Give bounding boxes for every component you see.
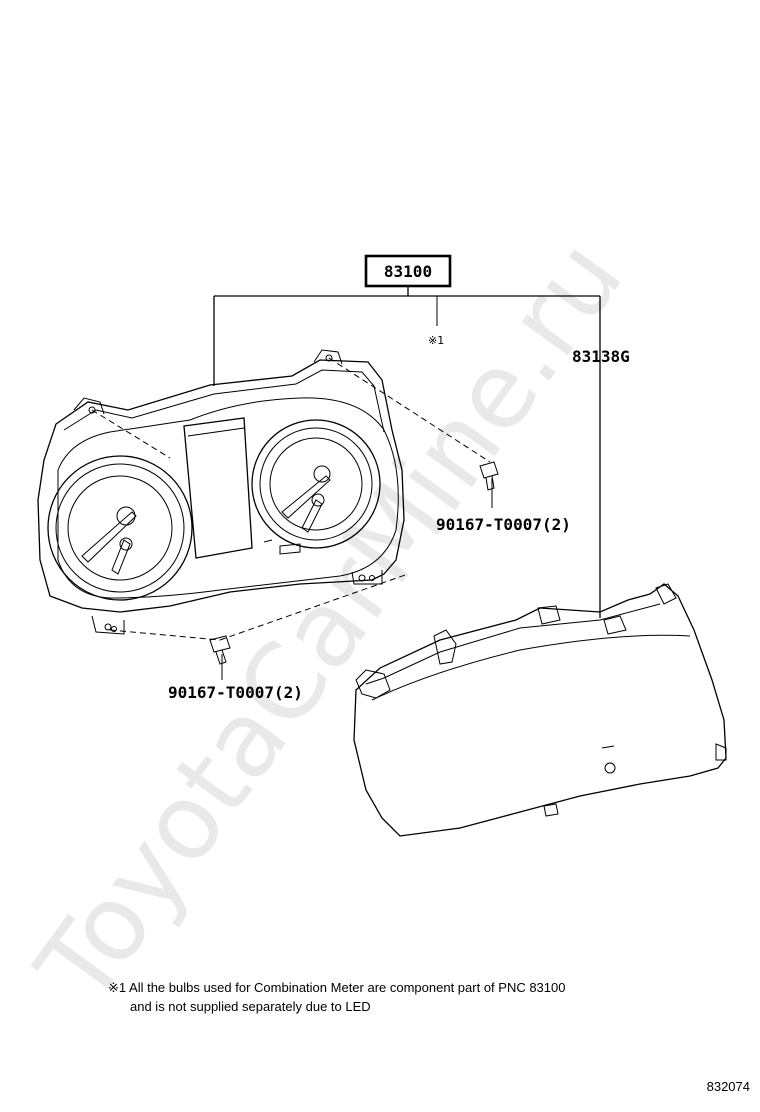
screw-upper-icon[interactable] [479, 461, 499, 508]
leader-lines [213, 286, 601, 618]
footnote-line-2: and is not supplied separately due to LE… [130, 999, 371, 1014]
part-number-83138g[interactable]: 83138G [572, 347, 630, 366]
screw-paths [91, 357, 491, 641]
lens-cover-drawing [353, 583, 727, 837]
part-label-83100[interactable]: 83100 [364, 254, 452, 288]
part-number-screw-lower[interactable]: 90167-T0007(2) [168, 683, 303, 702]
figure-number: 832074 [706, 1079, 750, 1094]
footnote-line-1: ※1 All the bulbs used for Combination Me… [108, 980, 566, 995]
screw-lower-icon[interactable] [209, 635, 231, 680]
part-number-83100: 83100 [384, 262, 432, 281]
reference-mark: ※1 [428, 334, 444, 347]
footnote: ※1 All the bulbs used for Combination Me… [108, 978, 728, 1016]
combination-meter-drawing [37, 349, 405, 635]
part-number-screw-upper[interactable]: 90167-T0007(2) [436, 515, 571, 534]
